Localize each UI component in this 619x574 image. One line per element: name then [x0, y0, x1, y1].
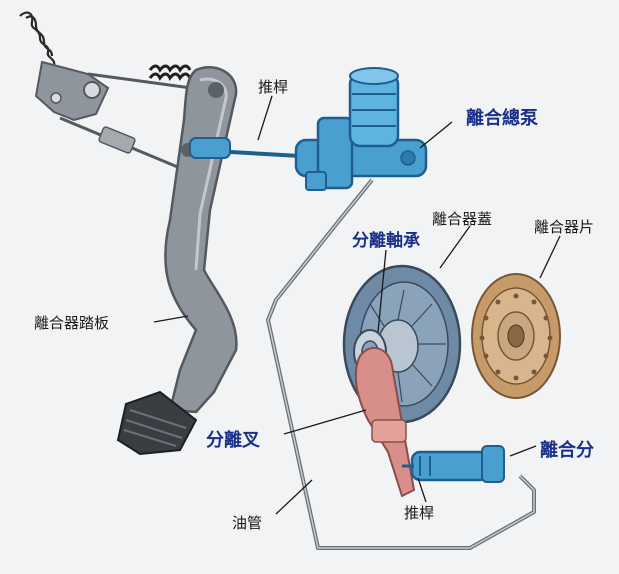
label-oil-pipe: 油管 — [232, 514, 262, 532]
pedal-bracket — [34, 60, 110, 122]
label-push-rod-bottom: 推桿 — [404, 504, 434, 522]
master-cylinder — [294, 67, 428, 191]
label-clutch-disc: 離合器片 — [534, 218, 594, 236]
master-push-rod — [189, 137, 301, 159]
slave-cylinder — [402, 445, 505, 483]
pedal-spring — [148, 64, 192, 81]
pedal-pad — [116, 390, 198, 456]
label-push-rod-top: 推桿 — [258, 78, 288, 96]
label-slave-cylinder: 離合分 — [540, 439, 594, 461]
oil-pipe — [266, 178, 536, 550]
label-clutch-pedal: 離合器踏板 — [34, 314, 109, 332]
label-release-fork: 分離叉 — [206, 429, 261, 451]
labels: 推桿 離合總泵 離合器蓋 分離軸承 離合器片 離合器踏板 分離叉 離合分 油管 … — [34, 78, 594, 532]
leader-lines — [153, 95, 561, 515]
release-fork — [354, 346, 416, 498]
return-spring-top — [19, 11, 56, 67]
label-release-bearing: 分離軸承 — [352, 230, 420, 251]
label-master-cylinder: 離合總泵 — [466, 107, 538, 129]
label-clutch-cover: 離合器蓋 — [432, 210, 492, 228]
clutch-disc — [471, 273, 561, 399]
